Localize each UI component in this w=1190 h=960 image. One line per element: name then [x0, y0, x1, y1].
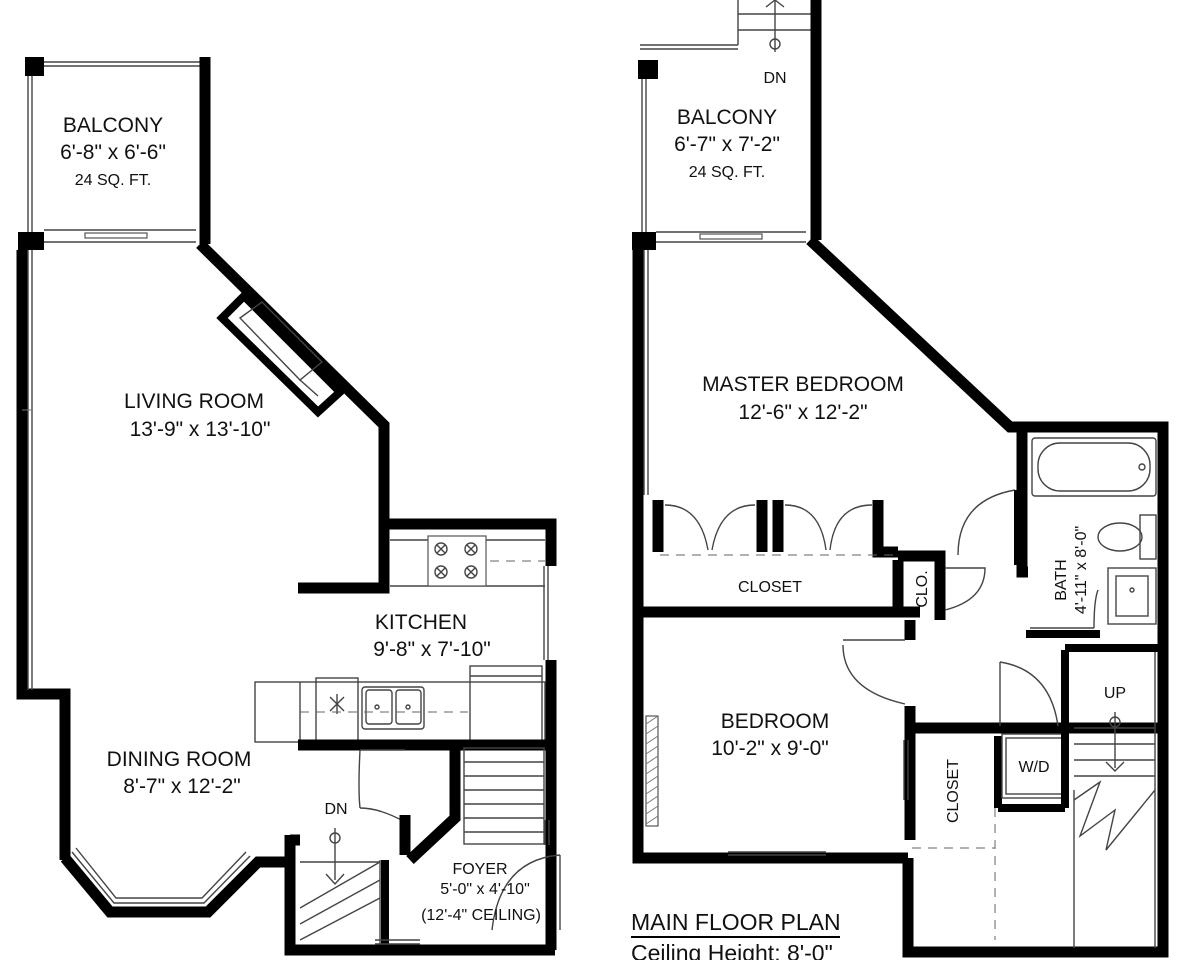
left-outer-wall: [196, 240, 390, 594]
bath-name: BATH: [1053, 559, 1070, 600]
bath: [1016, 427, 1157, 638]
right-west-wall: [632, 250, 908, 864]
clo-label: CLO.: [914, 570, 931, 607]
right-balcony-dims: 6'-7" x 7'-2": [674, 133, 780, 156]
left-balcony-area: 24 SQ. FT.: [75, 172, 151, 189]
right-balcony-name: BALCONY: [677, 106, 777, 129]
foyer-ceiling: (12'-4" CEILING): [421, 907, 541, 924]
left-kitchen-wall: [386, 518, 557, 566]
plan-subtitle: Ceiling Height: 8'-0": [631, 940, 833, 960]
foyer-name: FOYER: [452, 861, 507, 878]
bedroom-closet-label: CLOSET: [945, 759, 962, 823]
left-unit: [16, 57, 561, 956]
right-stair-up-label: UP: [1104, 685, 1126, 702]
foyer-stairs: [463, 747, 550, 845]
master-closet: [642, 500, 920, 618]
master-bedroom-name: MASTER BEDROOM: [702, 373, 904, 396]
left-balcony-dims: 6'-8" x 6'-6": [60, 141, 166, 164]
dining-room-dims: 8'-7" x 12'-2": [123, 775, 240, 798]
foyer-dims: 5'-0" x 4'-10": [440, 881, 530, 898]
dining-room-name: DINING ROOM: [107, 748, 252, 771]
bedroom-name: BEDROOM: [721, 710, 830, 733]
bath-dims: 4'-11" x 8'-0": [1073, 526, 1090, 614]
dining-bay-window: [60, 847, 290, 918]
right-balcony: [632, 44, 806, 250]
left-balcony: [18, 57, 211, 250]
left-balcony-name: BALCONY: [63, 114, 163, 137]
fireplace: [216, 290, 346, 418]
plan-title: MAIN FLOOR PLAN: [631, 909, 841, 935]
kitchen-name: KITCHEN: [375, 611, 467, 634]
right-top-stair-label: DN: [763, 70, 786, 87]
right-unit: [632, 0, 1169, 958]
master-closet-label: CLOSET: [738, 579, 802, 596]
right-stairs: [1061, 644, 1160, 948]
left-stair-label: DN: [324, 801, 347, 818]
master-bedroom-dims: 12'-6" x 12'-2": [738, 401, 867, 424]
right-balcony-area: 24 SQ. FT.: [689, 164, 765, 181]
living-room-dims: 13'-9" x 13'-10": [130, 418, 271, 441]
bedroom-dims: 10'-2" x 9'-0": [711, 737, 828, 760]
kitchen-dims: 9'-8" x 7'-10": [373, 638, 490, 661]
kitchen-counter: [254, 535, 549, 743]
right-outer-wall: [806, 235, 1169, 958]
living-room-name: LIVING ROOM: [124, 390, 264, 413]
right-top-stair: [737, 0, 822, 240]
laundry-label: W/D: [1018, 759, 1049, 776]
left-stairs-down: [299, 828, 381, 944]
left-west-wall: [16, 250, 71, 860]
